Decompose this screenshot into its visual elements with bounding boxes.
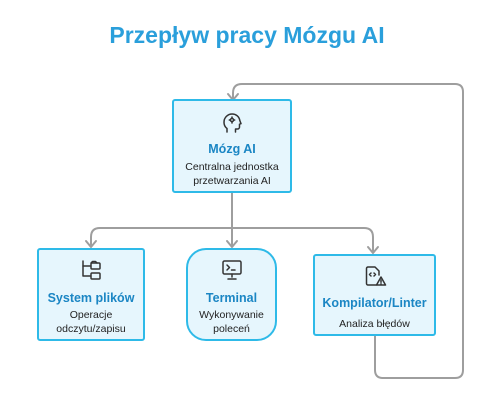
node-compiler-desc: Analiza błędów <box>339 318 410 330</box>
node-compiler-name: Kompilator/Linter <box>322 296 427 310</box>
node-compiler[interactable]: Kompilator/Linter Analiza błędów <box>313 254 436 336</box>
edge-brain-to-filesystem <box>90 227 233 247</box>
arrowhead-terminal <box>226 240 238 248</box>
edge-compiler-to-brain <box>232 83 464 379</box>
node-filesystem-desc: Operacje odczytu/zapisu <box>56 309 126 335</box>
node-terminal-name: Terminal <box>205 291 258 305</box>
node-brain-name: Mózg AI <box>208 142 256 156</box>
edge-brain-to-compiler <box>231 227 374 253</box>
node-terminal-desc: Wykonywanie poleceń <box>199 309 264 335</box>
diagram-title: Przepływ pracy Mózgu AI <box>109 22 385 48</box>
node-terminal[interactable]: Terminal Wykonywanie poleceń <box>186 248 277 341</box>
node-filesystem[interactable]: System plików Operacje odczytu/zapisu <box>37 248 145 341</box>
node-brain-desc: Centralna jednostka przetwarzania AI <box>185 161 279 187</box>
arrowhead-filesystem <box>85 240 97 248</box>
folder-tree-icon <box>79 258 103 287</box>
brain-head-icon <box>220 111 244 140</box>
node-brain[interactable]: Mózg AI Centralna jednostka przetwarzani… <box>172 99 292 193</box>
arrowhead-compiler <box>367 246 379 254</box>
code-warning-icon <box>363 264 387 293</box>
terminal-icon <box>220 258 244 287</box>
node-filesystem-name: System plików <box>47 291 135 305</box>
